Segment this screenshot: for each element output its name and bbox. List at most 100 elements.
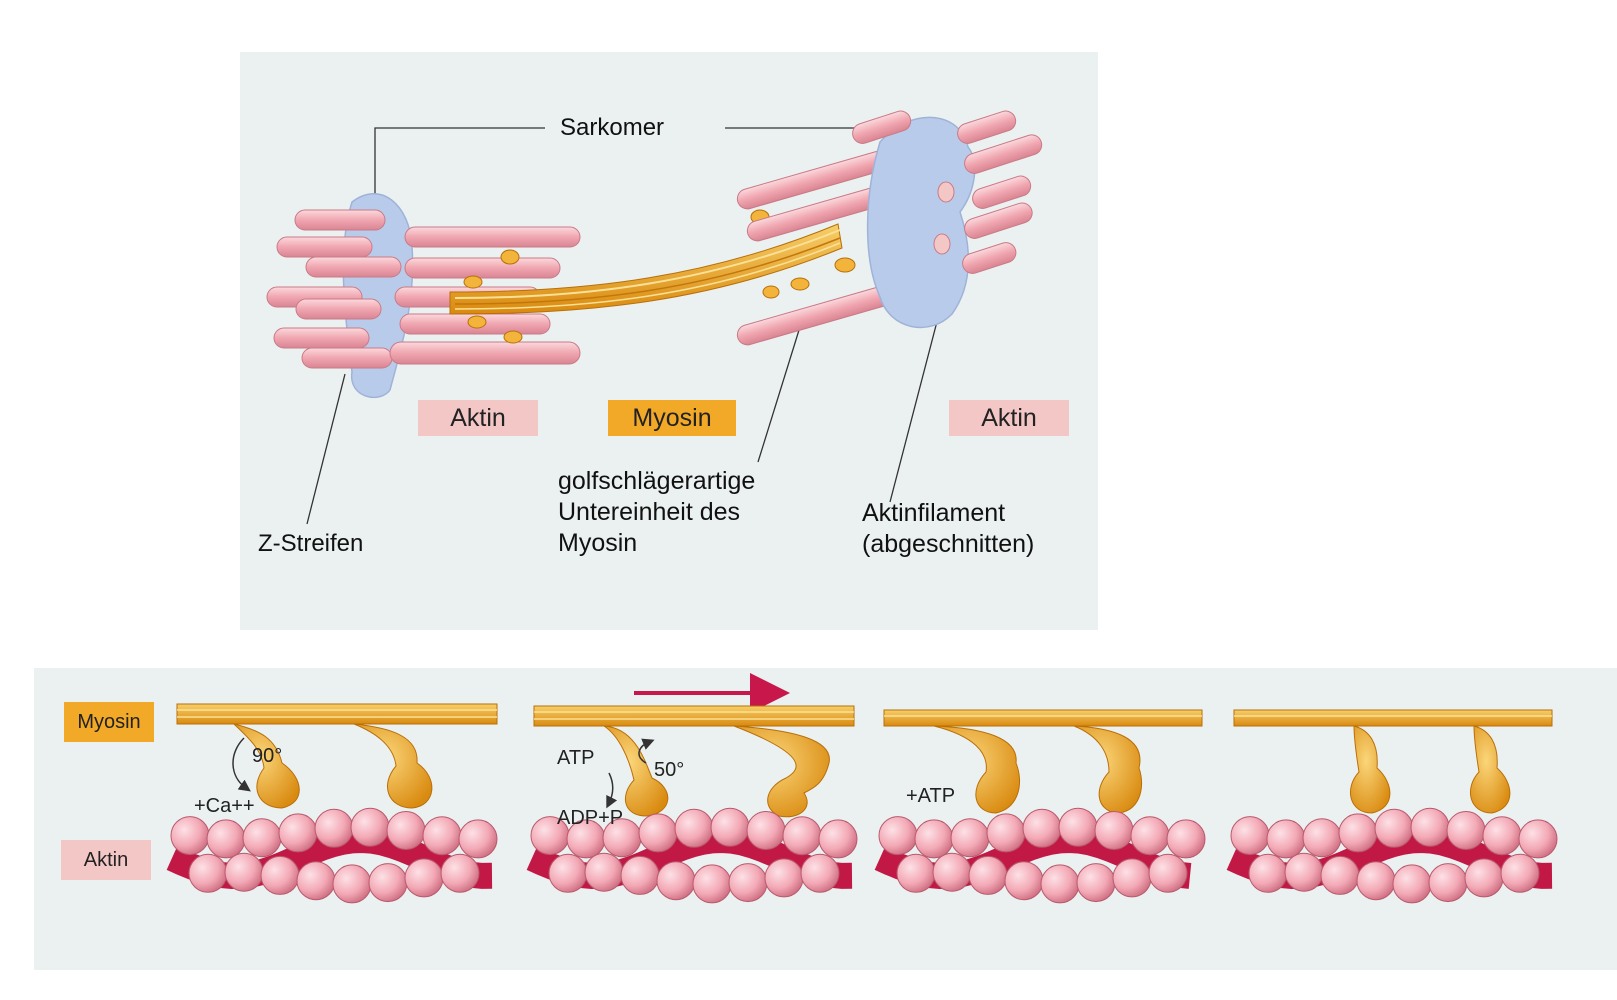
actin-bead [458, 819, 498, 859]
angle-90-label: 90° [252, 745, 283, 767]
actin-bead [968, 855, 1008, 895]
actin-bead [818, 819, 858, 859]
actin-bead [782, 816, 822, 856]
actin-bead [1320, 855, 1360, 895]
aktinfilament-label-line1: Aktinfilament [862, 499, 1006, 527]
golf-label-line2: Untereinheit des [558, 498, 741, 526]
golf-label: golfschlägerartige Untereinheit des Myos… [558, 466, 755, 559]
actin-bead [1428, 863, 1468, 903]
actin-cut-ends [933, 181, 955, 255]
angle-90-arrow-icon [232, 737, 251, 792]
angle-50-label: 50° [654, 759, 685, 781]
myosin-heads [232, 723, 1511, 818]
myosin-filament [449, 206, 856, 344]
actin-bead [296, 861, 336, 901]
actin-bead [800, 853, 840, 893]
actin-bead [386, 811, 426, 850]
myosin-label: Myosin [608, 400, 736, 436]
actin-bead [314, 808, 354, 848]
crossbridge-illustration [166, 673, 1558, 904]
crossbridge-cycle-panel: Myosin Aktin 90° +Ca++ ATP ADP+P 50° +AT… [34, 668, 1617, 970]
actin-bead [188, 853, 228, 893]
z-disc-right [866, 116, 976, 329]
actin-bead [404, 858, 444, 898]
actin-bead [1266, 819, 1306, 859]
calcium-label: +Ca++ [194, 795, 255, 817]
actin-bead [656, 861, 696, 901]
actin-filaments-far-right [852, 110, 1043, 274]
actin-bead [440, 853, 480, 893]
actin-bead [710, 807, 750, 847]
actin-bead [1464, 858, 1504, 898]
sarkomer-label: Sarkomer [560, 114, 665, 141]
actin-bead [260, 855, 300, 895]
actin-bead [1004, 861, 1044, 901]
sarcomere-diagram-panel: Sarkomer Aktin Myosin Aktin Z-Streifen g… [240, 52, 1098, 630]
actin-bead [950, 818, 990, 858]
actin-bead [1148, 853, 1188, 893]
aktin-legend: Aktin [61, 840, 151, 880]
actin-bead [1166, 819, 1206, 859]
aktin-label-right: Aktin [949, 400, 1069, 436]
golf-label-line1: golfschlägerartige [558, 467, 756, 495]
actin-bead [1230, 816, 1270, 856]
actin-bead [278, 813, 318, 853]
actin-bead [170, 816, 210, 856]
actin-bead [674, 808, 714, 848]
actin-bead [896, 853, 936, 893]
actin-bead [1248, 853, 1288, 893]
actin-bead [620, 855, 660, 895]
actin-bead [878, 816, 918, 856]
actin-bead [692, 864, 732, 904]
actin-bead [1302, 818, 1342, 858]
actin-bead [1130, 816, 1170, 856]
myosin-legend: Myosin [64, 702, 154, 742]
actin-bead [1392, 864, 1432, 904]
actin-bead [638, 813, 678, 853]
aktinfilament-label-line2: (abgeschnitten) [862, 530, 1035, 558]
actin-filaments [166, 807, 1558, 904]
actin-bead [1058, 807, 1098, 847]
actin-bead [728, 863, 768, 903]
actin-bead [1356, 861, 1396, 901]
actin-bead [932, 852, 972, 892]
aktinfilament-label: Aktinfilament (abgeschnitten) [862, 498, 1034, 560]
atp-label: ATP [557, 747, 595, 769]
actin-bead [422, 816, 462, 856]
sarcomere-illustration [266, 110, 1043, 525]
z-streifen-label: Z-Streifen [258, 530, 364, 557]
actin-bead [242, 818, 282, 858]
aktin-label-left: Aktin [418, 400, 538, 436]
actin-bead [1338, 813, 1378, 853]
actin-filaments-left [266, 209, 581, 369]
actin-bead [368, 863, 408, 903]
actin-bead [1518, 819, 1558, 859]
golf-label-line3: Myosin [558, 529, 638, 557]
actin-bead [1482, 816, 1522, 856]
plus-atp-label: +ATP [906, 785, 956, 807]
atp-to-adp-arrow-icon [606, 772, 618, 809]
actin-bead [746, 811, 786, 850]
actin-bead [1022, 808, 1062, 848]
adp-p-label: ADP+P [557, 807, 624, 829]
actin-bead [350, 807, 390, 847]
actin-bead [332, 864, 372, 904]
myosin-strands [176, 703, 1553, 727]
actin-bead [584, 852, 624, 892]
actin-bead [764, 858, 804, 898]
actin-bead [1500, 853, 1540, 893]
actin-bead [1410, 807, 1450, 847]
actin-bead [206, 819, 246, 859]
actin-bead [1284, 852, 1324, 892]
angle-50-arrow-icon [638, 738, 655, 764]
actin-bead [1446, 811, 1486, 850]
actin-bead [914, 819, 954, 859]
actin-bead [1040, 864, 1080, 904]
actin-bead [986, 813, 1026, 853]
actin-bead [1112, 858, 1152, 898]
actin-bead [1076, 863, 1116, 903]
actin-bead [548, 853, 588, 893]
actin-bead [1094, 811, 1134, 850]
actin-bead [1374, 808, 1414, 848]
actin-bead [224, 852, 264, 892]
